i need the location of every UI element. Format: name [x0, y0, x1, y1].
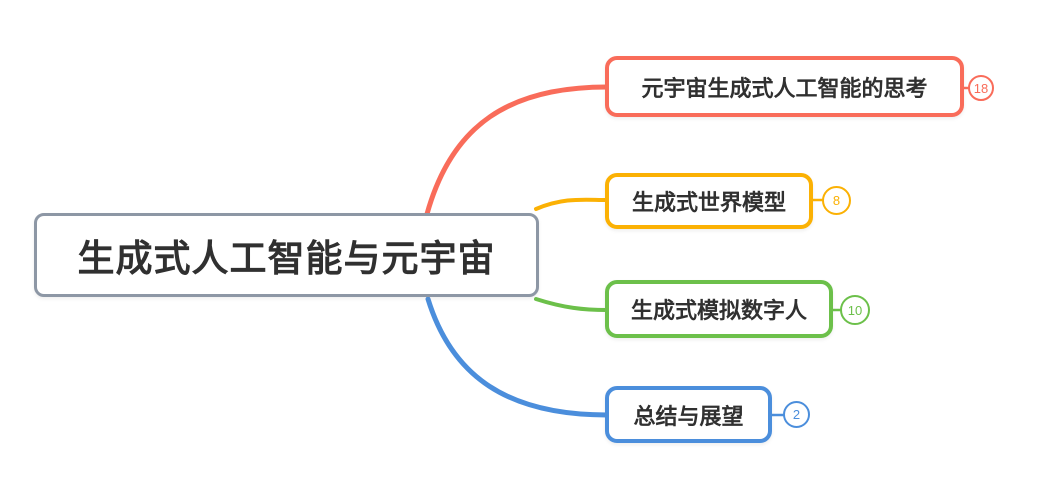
edge-root-to-branch-1 [424, 84, 610, 217]
branch-node-summary-outlook[interactable]: 总结与展望 [605, 386, 772, 443]
branch-count-value: 2 [792, 407, 801, 422]
edge-root-to-branch-3 [534, 297, 609, 312]
branch-count-badge-3[interactable]: 10 [840, 295, 870, 325]
root-topic-node[interactable]: 生成式人工智能与元宇宙 [34, 213, 539, 297]
branch-node-metaverse-genai-thoughts[interactable]: 元宇宙生成式人工智能的思考 [605, 56, 964, 117]
branch-count-value: 18 [973, 80, 989, 96]
edge-root-to-branch-2 [534, 197, 609, 211]
branch-label: 生成式世界模型 [631, 190, 786, 215]
branch-count-value: 10 [847, 302, 863, 318]
branch-node-generative-digital-human[interactable]: 生成式模拟数字人 [605, 280, 833, 338]
branch-label: 元宇宙生成式人工智能的思考 [641, 75, 928, 101]
branch-count-value: 8 [832, 193, 841, 208]
root-topic-label: 生成式人工智能与元宇宙 [77, 238, 496, 279]
branch-node-generative-world-model[interactable]: 生成式世界模型 [605, 173, 813, 229]
branch-count-badge-1[interactable]: 18 [968, 75, 994, 101]
branch-label: 总结与展望 [633, 403, 744, 429]
branch-label: 生成式模拟数字人 [630, 298, 807, 323]
branch-count-badge-4[interactable]: 2 [783, 401, 810, 428]
branch-count-badge-2[interactable]: 8 [822, 186, 851, 215]
edge-root-to-branch-4 [425, 296, 610, 418]
